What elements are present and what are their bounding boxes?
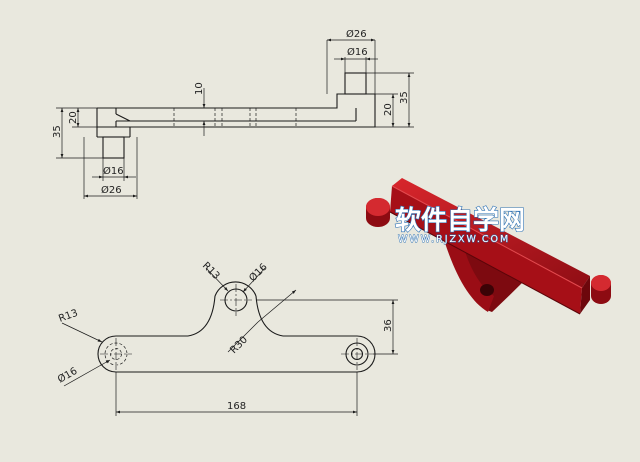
isometric-part-render	[366, 178, 611, 315]
dim-text-bottom-d26: Ø26	[101, 184, 122, 196]
dim-text-left-35: 35	[52, 125, 63, 138]
dim-top-d26: Ø26	[326, 28, 376, 94]
watermark: 软件自学网 WWW.RJZXW.COM	[394, 204, 525, 245]
top-view: Ø26 Ø16 35 20 10	[52, 28, 414, 199]
dim-bottom-d26: Ø26	[83, 137, 138, 199]
dim-text-front-r13-left: R13	[57, 308, 79, 325]
top-view-outline	[96, 72, 376, 159]
dim-front-top-labels: R13 Ø16	[200, 260, 270, 293]
dim-text-right-20: 20	[383, 103, 394, 116]
watermark-title: 软件自学网	[395, 205, 525, 236]
dim-right-vertical: 35 20	[366, 72, 414, 128]
dim-front-r13-left: R13	[57, 308, 103, 343]
dim-text-front-r13-top: R13	[200, 260, 222, 282]
front-view-centerlines	[100, 284, 373, 370]
dim-text-front-d16-left: Ø16	[56, 365, 80, 386]
dim-text-bottom-d16: Ø16	[103, 165, 124, 177]
dim-text-top-d16: Ø16	[347, 46, 368, 58]
dim-top-d16: Ø16	[334, 46, 378, 73]
top-view-hidden-lines	[173, 108, 297, 127]
dim-text-left-20: 20	[68, 111, 79, 124]
dim-left-vertical: 35 20	[52, 107, 103, 159]
dim-text-front-168: 168	[227, 401, 246, 412]
dim-front-d16-left: Ø16	[56, 359, 111, 387]
watermark-url: WWW.RJZXW.COM	[398, 234, 510, 245]
dim-text-top-d26: Ø26	[346, 28, 367, 40]
dim-mid-10: 10	[194, 82, 206, 136]
front-view: R13 Ø16 R30 36 R13 Ø16	[56, 260, 398, 416]
dim-front-168: 168	[115, 372, 358, 416]
dim-text-front-r30: R30	[228, 334, 250, 356]
dim-front-36: 36	[256, 299, 398, 355]
front-view-outline	[97, 281, 376, 373]
dim-text-front-36: 36	[383, 319, 394, 332]
dim-text-front-d16-top: Ø16	[247, 261, 270, 284]
dim-text-mid-10: 10	[194, 82, 205, 95]
dim-text-right-35: 35	[399, 91, 410, 104]
dim-bottom-d16: Ø16	[92, 158, 136, 181]
